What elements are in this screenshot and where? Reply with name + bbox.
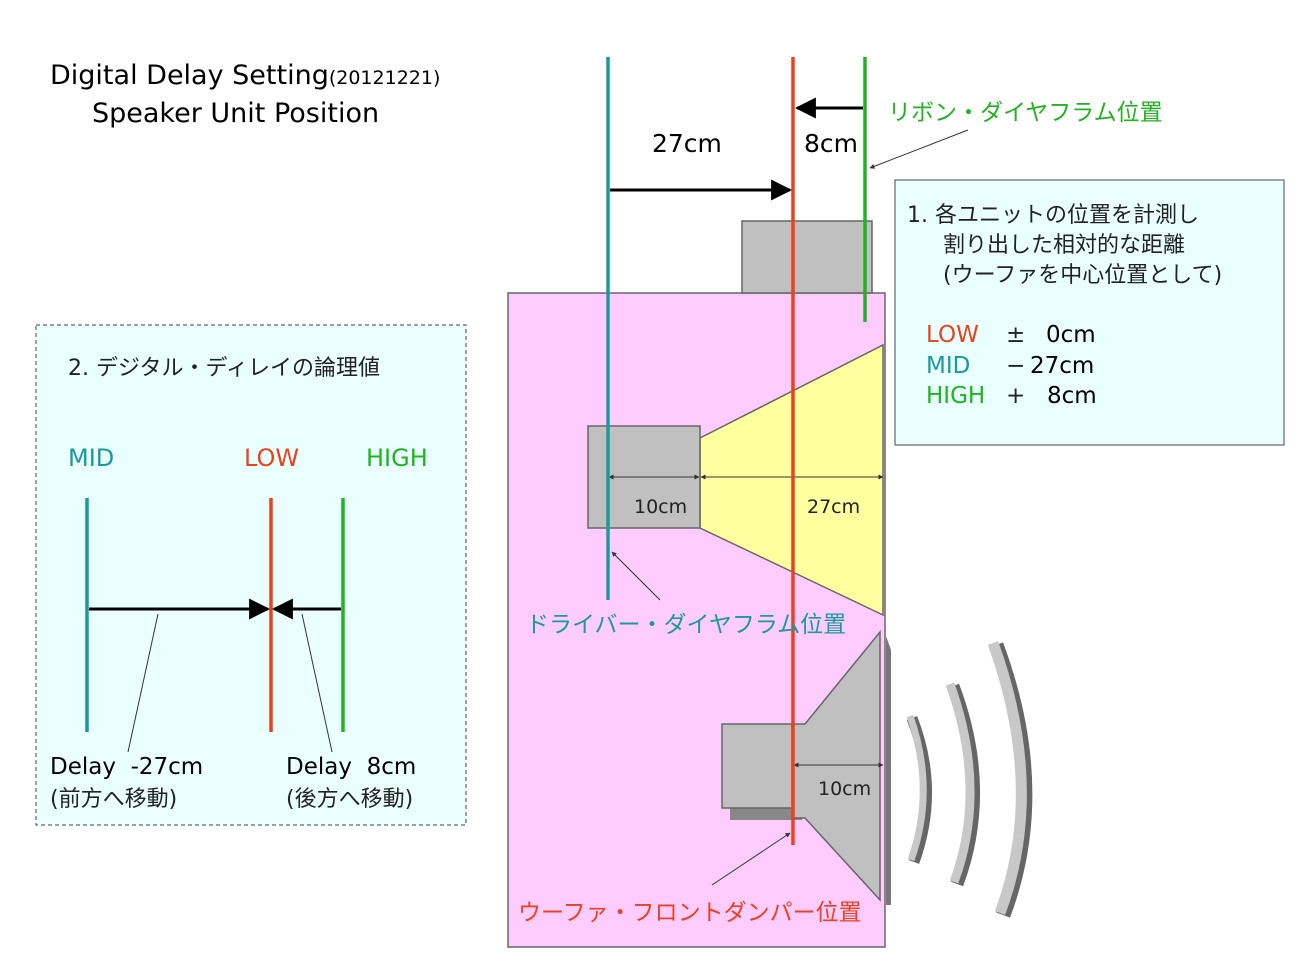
info-mid-sign: −	[1006, 353, 1025, 379]
woofer-dim: 10cm	[818, 778, 871, 800]
delay-high-value: Delay 8cm	[286, 754, 416, 780]
title-line1: Digital Delay Setting(20121221)	[50, 60, 440, 91]
info-line3: (ウーファを中心位置として)	[943, 263, 1222, 288]
driver-label: ドライバー・ダイヤフラム位置	[526, 612, 846, 638]
driver-leader	[611, 551, 661, 601]
delay-mid-leader	[127, 613, 159, 753]
horn-dim: 27cm	[807, 496, 860, 518]
delay-box: 2. デジタル・ディレイの論理値 MID LOW HIGH Delay -27c…	[35, 324, 467, 826]
info-mid-value: 27cm	[1030, 353, 1094, 379]
info-high-sign: +	[1006, 383, 1025, 409]
info-mid-name: MID	[926, 353, 970, 379]
info-box: 1. 各ユニットの位置を計測し 割り出した相対的な距離 (ウーファを中心位置とし…	[894, 179, 1285, 446]
info-low-name: LOW	[926, 322, 979, 348]
woofer-label: ウーファ・フロントダンパー位置	[518, 900, 862, 926]
sound-waves-icon	[906, 641, 1033, 918]
info-low-sign: ±	[1006, 322, 1025, 348]
info-high-name: HIGH	[926, 383, 985, 409]
delay-mid-label: MID	[68, 444, 114, 472]
woofer-cone-shadow	[886, 636, 891, 905]
ribbon-label: リボン・ダイヤフラム位置	[888, 100, 1163, 126]
woofer-leader	[711, 832, 791, 886]
delay-low-label: LOW	[244, 444, 299, 472]
ribbon-leader	[869, 129, 969, 169]
title-line2: Speaker Unit Position	[92, 98, 379, 129]
delay-mid-value: Delay -27cm	[50, 754, 203, 780]
high-to-low-dim: 8cm	[804, 129, 858, 158]
woofer-magnet	[721, 723, 795, 809]
delay-high-label: HIGH	[366, 444, 428, 472]
delay-heading: 2. デジタル・ディレイの論理値	[68, 356, 380, 381]
info-high-value: 8cm	[1047, 383, 1097, 409]
delay-high-leader	[301, 613, 333, 753]
delay-high-note: (後方へ移動)	[286, 787, 413, 812]
info-low-value: 0cm	[1046, 322, 1096, 348]
info-line2: 割り出した相対的な距離	[943, 233, 1185, 258]
delay-mid-note: (前方へ移動)	[50, 787, 177, 812]
mid-to-low-dim: 27cm	[652, 129, 722, 158]
info-line1: 1. 各ユニットの位置を計測し	[907, 203, 1199, 228]
driver-body-dim: 10cm	[634, 496, 687, 518]
tweeter-unit	[741, 220, 873, 294]
